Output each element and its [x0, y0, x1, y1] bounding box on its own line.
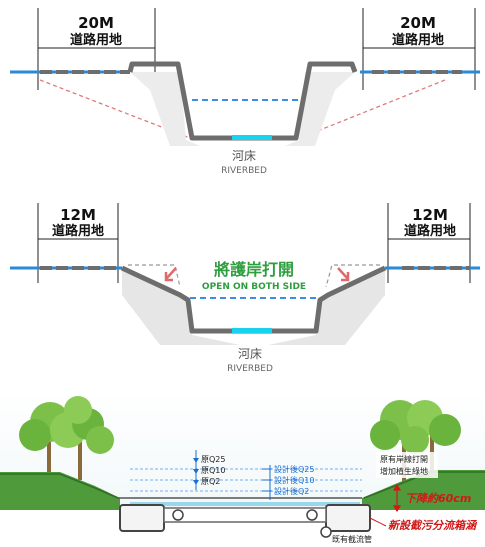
panel-design-section: 原Q25 原Q10 原Q2 設計後Q25 設計後Q10 設計後Q2 原有岸線打開… [0, 390, 485, 544]
right-land-label: 道路用地 [392, 32, 444, 48]
orig-q25-label: 原Q25 [201, 455, 225, 464]
sewer-leader-line [369, 517, 387, 527]
drop-note: 下降約60cm [405, 492, 471, 505]
riverbed-label-cn: 河床 [232, 149, 256, 163]
existing-pipe-icon [320, 526, 332, 538]
panel-original-section: 20M 道路用地 20M 道路用地 河床 RIVERBED [0, 0, 485, 190]
right-removed-wall-outline [325, 264, 380, 288]
existing-pipe-note: 既有截流管 [332, 534, 372, 543]
orig-q10-label: 原Q10 [201, 466, 225, 475]
left-width-bracket [37, 203, 119, 283]
right-ground-line [363, 471, 485, 499]
design-level-marker-icon [262, 465, 272, 500]
left-land-label: 道路用地 [70, 32, 122, 48]
sewer-note: 新設截污分流箱涵 [388, 519, 478, 532]
left-bank-fill [130, 72, 200, 146]
bottom-cross-section-diagram: 原Q25 原Q10 原Q2 設計後Q25 設計後Q10 設計後Q2 原有岸線打開… [0, 390, 485, 544]
top-cross-section-diagram: 20M 道路用地 20M 道路用地 河床 RIVERBED [10, 8, 480, 176]
left-tree-icon [19, 396, 114, 480]
left-slope-fill [122, 268, 240, 345]
left-width-label: 12M [60, 206, 96, 224]
orig-q2-label: 原Q2 [201, 477, 220, 486]
riverbed-strip [232, 135, 272, 140]
design-q25-label: 設計後Q25 [274, 464, 314, 474]
right-slope-dashed [299, 79, 446, 139]
right-box-culvert [325, 504, 371, 532]
drop-arrow-icon [392, 483, 402, 513]
open-banks-label-en: OPEN ON BOTH SIDE [202, 282, 306, 292]
right-slope-fill [268, 268, 385, 345]
open-banks-label-cn: 將護岸打開 [214, 260, 294, 279]
riverbed-label-cn: 河床 [238, 347, 262, 361]
channel-water [130, 502, 360, 506]
left-land-label: 道路用地 [52, 223, 104, 239]
riverbed-label-en: RIVERBED [227, 364, 273, 374]
channel-slab [163, 507, 327, 523]
right-pipe-icon [306, 509, 318, 521]
water-level-marker-icon [193, 450, 199, 490]
right-note-line2: 增加植生綠地 [380, 466, 428, 476]
left-open-arrow-icon [164, 267, 177, 282]
right-grass-slope [362, 470, 485, 510]
right-note-line1: 原有岸線打開 [380, 454, 428, 464]
design-q2-label: 設計後Q2 [274, 486, 309, 496]
right-land-label: 道路用地 [404, 223, 456, 239]
left-box-culvert [119, 504, 165, 532]
left-ground-line [0, 473, 119, 499]
right-width-bracket [362, 8, 476, 90]
right-open-arrow-icon [337, 267, 350, 282]
design-q10-label: 設計後Q10 [274, 475, 314, 485]
left-grass-slope [0, 472, 120, 510]
right-bank-fill [285, 72, 355, 146]
right-width-label: 20M [400, 14, 436, 32]
mid-cross-section-diagram: 12M 道路用地 12M 道路用地 [10, 203, 480, 374]
riverbed-strip [232, 328, 272, 333]
riverbed-label-en: RIVERBED [221, 166, 267, 176]
left-removed-wall-outline [128, 264, 181, 288]
left-pipe-icon [172, 509, 184, 521]
right-note-bg [376, 452, 438, 478]
left-width-label: 20M [78, 14, 114, 32]
right-width-label: 12M [412, 206, 448, 224]
panel-opened-section: 12M 道路用地 12M 道路用地 [0, 195, 485, 385]
